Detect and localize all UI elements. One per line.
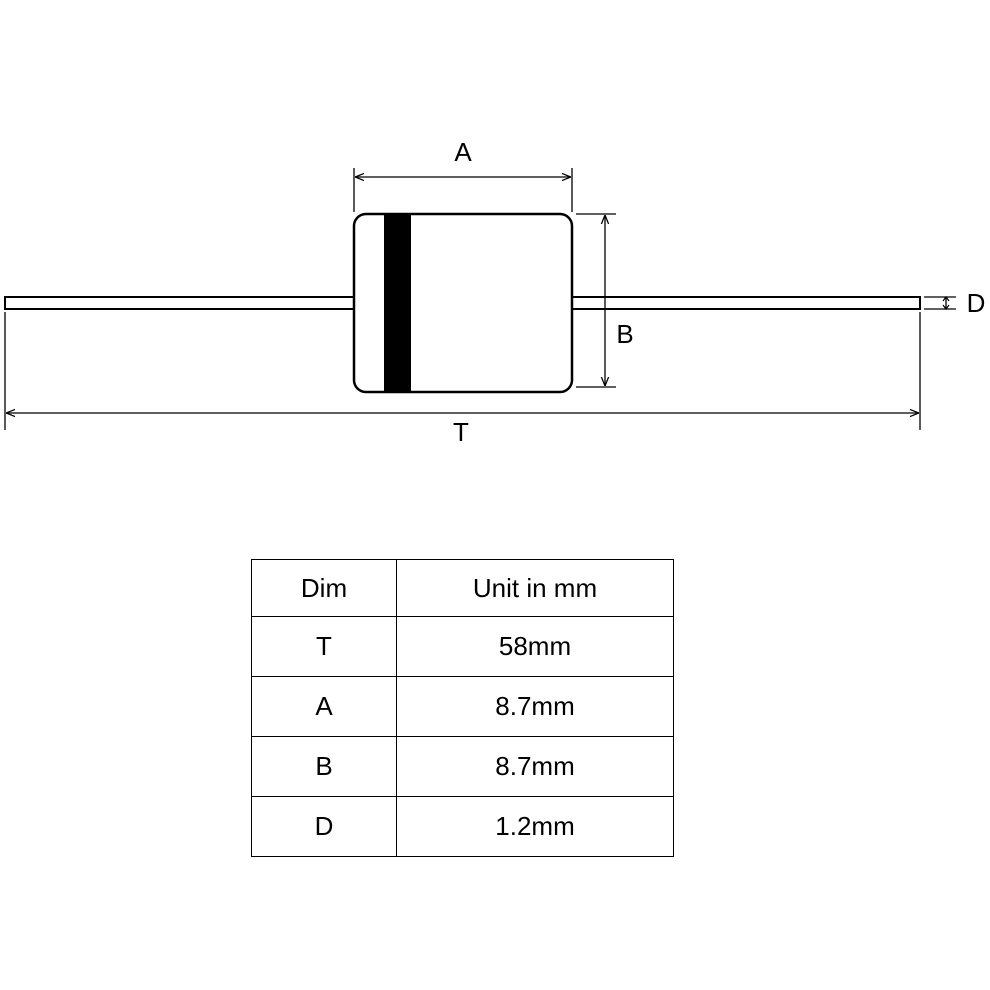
right-lead xyxy=(570,296,921,310)
dim-a-label: A xyxy=(454,137,472,167)
row-dim-cell: T xyxy=(251,616,397,677)
row-dim-cell: D xyxy=(251,796,397,857)
dim-d-label: D xyxy=(967,288,986,318)
left-lead xyxy=(4,296,356,310)
row-dim-cell: A xyxy=(251,676,397,737)
dim-d-arrowhead-top xyxy=(942,296,950,302)
header-unit: Unit in mm xyxy=(396,559,674,617)
row-value-cell: 8.7mm xyxy=(396,736,674,797)
dimension-table: Dim Unit in mm T 58mm A 8.7mm B 8.7mm D … xyxy=(251,559,674,857)
table-header-row: Dim Unit in mm xyxy=(251,559,674,617)
dim-d-arrowhead-bottom xyxy=(942,304,950,310)
table-row: T 58mm xyxy=(251,616,674,677)
row-value-cell: 8.7mm xyxy=(396,676,674,737)
header-dim: Dim xyxy=(251,559,397,617)
dim-b-label: B xyxy=(616,319,633,349)
diode-dimension-drawing: A B D T xyxy=(4,137,986,447)
table-row: A 8.7mm xyxy=(251,676,674,737)
table-row: B 8.7mm xyxy=(251,736,674,797)
row-value-cell: 1.2mm xyxy=(396,796,674,857)
cathode-band xyxy=(384,215,411,391)
row-value-cell: 58mm xyxy=(396,616,674,677)
row-dim-cell: B xyxy=(251,736,397,797)
dim-t-label: T xyxy=(453,417,469,447)
table-row: D 1.2mm xyxy=(251,796,674,857)
